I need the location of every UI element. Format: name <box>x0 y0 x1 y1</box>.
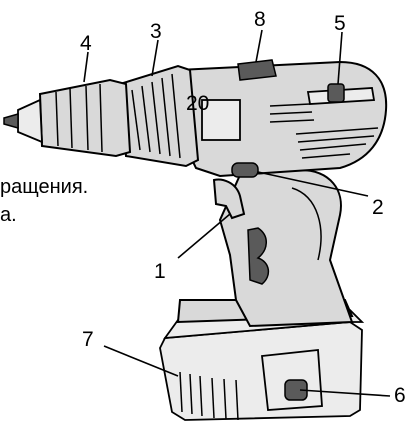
chuck-tip <box>3 113 19 129</box>
handle <box>218 168 354 328</box>
caption-line-2: а. <box>0 204 17 226</box>
callout-6: 6 <box>394 384 406 407</box>
callout-5: 5 <box>334 12 346 35</box>
leader-2 <box>257 171 369 197</box>
leader-5 <box>337 31 343 85</box>
top-torque-indicator <box>237 59 277 81</box>
trigger <box>212 178 246 220</box>
callout-3: 3 <box>150 20 162 43</box>
caption-line-1: ращения. <box>0 176 89 198</box>
keyless-chuck <box>3 78 132 158</box>
chuck-jaws <box>17 98 43 144</box>
torque-scale-mark: 20 <box>186 92 209 115</box>
grip-pad <box>247 227 270 285</box>
housing-vent-slots <box>269 103 379 159</box>
leader-8 <box>255 29 263 63</box>
leader-7 <box>103 345 179 377</box>
speed-selector-knob <box>327 83 345 103</box>
direction-switch <box>231 162 259 178</box>
leader-1 <box>177 213 231 259</box>
leader-lines <box>83 29 391 397</box>
callout-8: 8 <box>254 8 266 31</box>
callout-4: 4 <box>80 32 92 55</box>
leader-6 <box>299 389 391 397</box>
leader-4 <box>83 51 89 83</box>
callout-1: 1 <box>154 260 166 283</box>
callout-2: 2 <box>372 196 384 219</box>
housing-window <box>201 99 241 141</box>
callout-7: 7 <box>82 328 94 351</box>
torque-collar: 20 <box>118 64 209 168</box>
callout-labels: 1 2 3 4 5 6 7 8 <box>80 8 406 407</box>
leader-3 <box>151 39 159 77</box>
battery-vent-ribs <box>179 371 239 421</box>
motor-housing <box>177 59 388 178</box>
